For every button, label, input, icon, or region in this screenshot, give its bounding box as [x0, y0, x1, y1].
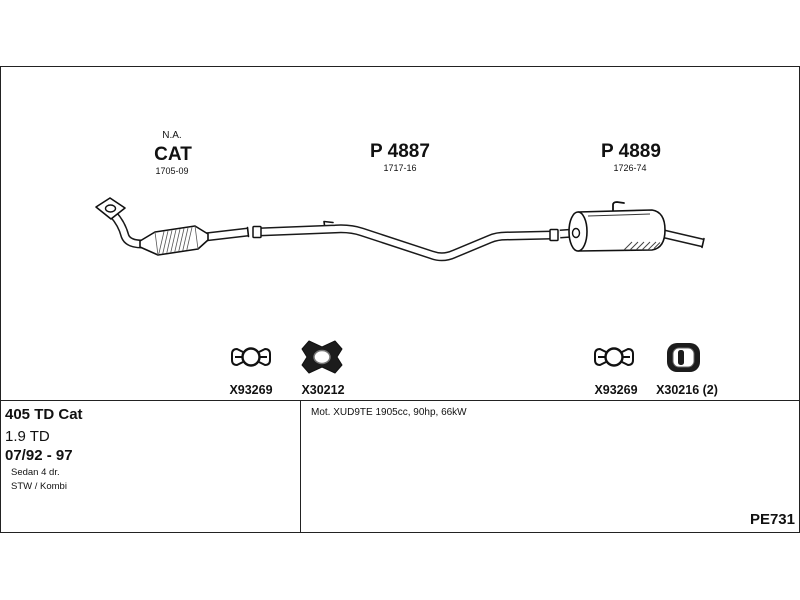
fitting-code-ring-hanger: X30216 (2) [656, 383, 718, 397]
middle-pipe [252, 220, 559, 262]
middle-pipe-outlet-sleeve [549, 228, 559, 242]
clamp-icon [231, 347, 271, 367]
fitting-code-rubber-hanger: X30212 [301, 383, 345, 397]
engine-details: Mot. XUD9TE 1905cc, 90hp, 66kW [311, 407, 467, 418]
part-cat-name: CAT [154, 144, 192, 165]
heat-shield-hatching [154, 225, 199, 256]
ring-hanger-bar [678, 350, 684, 365]
rear-silencer-inlet-opening [571, 227, 581, 239]
rubber-ring-hanger-icon [667, 343, 700, 372]
column-divider [300, 401, 301, 532]
front-pipe-catalytic-converter [95, 197, 250, 256]
rear-silencer-hatching [623, 241, 661, 251]
catalytic-converter [139, 225, 209, 256]
rear-silencer-body [577, 209, 666, 252]
front-pipe-outlet-inner [204, 229, 249, 240]
part-cat-number: 1705-09 [155, 166, 189, 176]
tail-pipe-end [701, 237, 705, 249]
catalog-code: PE731 [749, 511, 795, 528]
middle-pipe-tube-inner [257, 225, 554, 260]
clamp-ears [231, 348, 271, 366]
vehicle-body-type: STW / Kombi [11, 481, 67, 492]
rubber-hanger-icon [301, 340, 343, 374]
fitting-code-clamp-rear: X93269 [594, 383, 638, 397]
middle-pipe-inlet-sleeve [252, 225, 262, 239]
downpipe-inner [110, 211, 143, 247]
flange-hole [104, 204, 117, 213]
tail-pipe-inner [659, 230, 704, 246]
clamp-band [241, 347, 261, 367]
rear-silencer [559, 201, 705, 252]
rear-silencer-hanger [612, 201, 625, 212]
front-pipe-end [246, 226, 250, 238]
rubber-hanger-hole [313, 349, 331, 365]
clamp-ears [594, 348, 634, 366]
vehicle-engine: 1.9 TD [5, 428, 50, 445]
part-p4887-number: 1717-16 [383, 163, 417, 173]
vehicle-body-type: Sedan 4 dr. [11, 467, 60, 478]
vehicle-years: 07/92 - 97 [5, 447, 73, 464]
vehicle-model: 405 TD Cat [5, 406, 83, 423]
part-p4887-name: P 4887 [370, 141, 430, 162]
section-divider [0, 400, 800, 401]
part-p4889-number: 1726-74 [613, 163, 647, 173]
rear-silencer-top-edge [587, 213, 651, 217]
part-p4889-name: P 4889 [601, 141, 661, 162]
clamp-band [604, 347, 624, 367]
part-cat-sublabel: N.A. [162, 130, 182, 141]
clamp-icon [594, 347, 634, 367]
fitting-code-clamp-front: X93269 [229, 383, 273, 397]
